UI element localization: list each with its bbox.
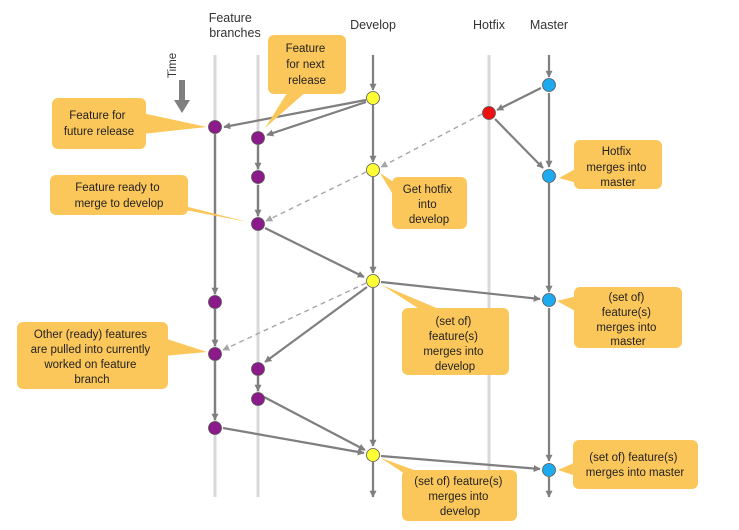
column-header-hotfix: Hotfix <box>473 18 506 32</box>
develop-commit <box>366 448 380 462</box>
master-commit <box>542 169 556 183</box>
time-label: Time <box>167 53 179 78</box>
svg-text:(set of) feature(s): (set of) feature(s) merges into develop <box>423 316 486 373</box>
callout-hotfix-merges-master: Hotfix merges into master <box>559 140 662 189</box>
feature-commit <box>251 362 265 376</box>
feature-commit <box>208 347 222 361</box>
svg-text:(set of) feature(s) me: (set of) feature(s) merges into master <box>586 452 685 479</box>
svg-text:Feature ready to merge: Feature ready to merge to develop <box>75 182 164 210</box>
feature-commit <box>251 131 265 145</box>
svg-text:(set of) feature(s): (set of) feature(s) merges into master <box>596 292 659 348</box>
dashed-arrows <box>222 113 483 351</box>
column-header-master: Master <box>530 18 568 32</box>
feature-commit <box>208 295 222 309</box>
master-commit <box>542 78 556 92</box>
callout-set-features-develop-2: (set of) feature(s) merges into develop <box>381 458 517 521</box>
callout-set-features-develop-1: (set of) feature(s) merges into develop <box>382 285 509 375</box>
master-commit <box>542 293 556 307</box>
feature-commit <box>251 217 265 231</box>
develop-commit <box>366 163 380 177</box>
hotfix-commit <box>482 106 496 120</box>
callout-set-features-master-2: (set of) feature(s) merges into master <box>558 440 698 489</box>
develop-commit <box>366 274 380 288</box>
feature-commit <box>251 392 265 406</box>
develop-commit <box>366 91 380 105</box>
column-header-develop: Develop <box>350 18 396 32</box>
callouts: Feature for next release Feature for fut… <box>17 35 698 521</box>
time-arrow-head <box>174 100 190 113</box>
callout-feature-future-release: Feature for future release <box>52 98 207 149</box>
callout-get-hotfix-develop: Get hotfix into develop <box>380 173 467 229</box>
callout-feature-ready: Feature ready to merge to develop <box>50 175 248 222</box>
svg-text:Hotfix merges into: Hotfix merges into master <box>586 146 649 189</box>
callout-other-features-pulled: Other (ready) features are pulled into c… <box>17 322 207 389</box>
svg-text:Other (ready) features: Other (ready) features are pulled into c… <box>31 329 154 386</box>
merge-arrows <box>222 87 544 472</box>
master-commit <box>542 463 556 477</box>
time-indicator: Time <box>167 53 190 113</box>
feature-commit <box>251 170 265 184</box>
svg-text:Feature for next: Feature for next release <box>286 43 329 87</box>
commits <box>208 78 556 477</box>
column-header-feature-branches: Feature branches <box>209 11 261 40</box>
svg-text:Feature for future rel: Feature for future release <box>64 110 134 138</box>
callout-set-features-master-1: (set of) feature(s) merges into master <box>557 287 682 348</box>
feature-commit <box>208 421 222 435</box>
callout-feature-next-release: Feature for next release <box>265 35 346 128</box>
svg-text:(set of) feature(s) me: (set of) feature(s) merges into develop <box>414 476 505 518</box>
time-arrow-shaft <box>179 80 185 100</box>
feature-commit <box>208 120 222 134</box>
svg-text:Get hotfix into: Get hotfix into develop <box>403 184 455 226</box>
